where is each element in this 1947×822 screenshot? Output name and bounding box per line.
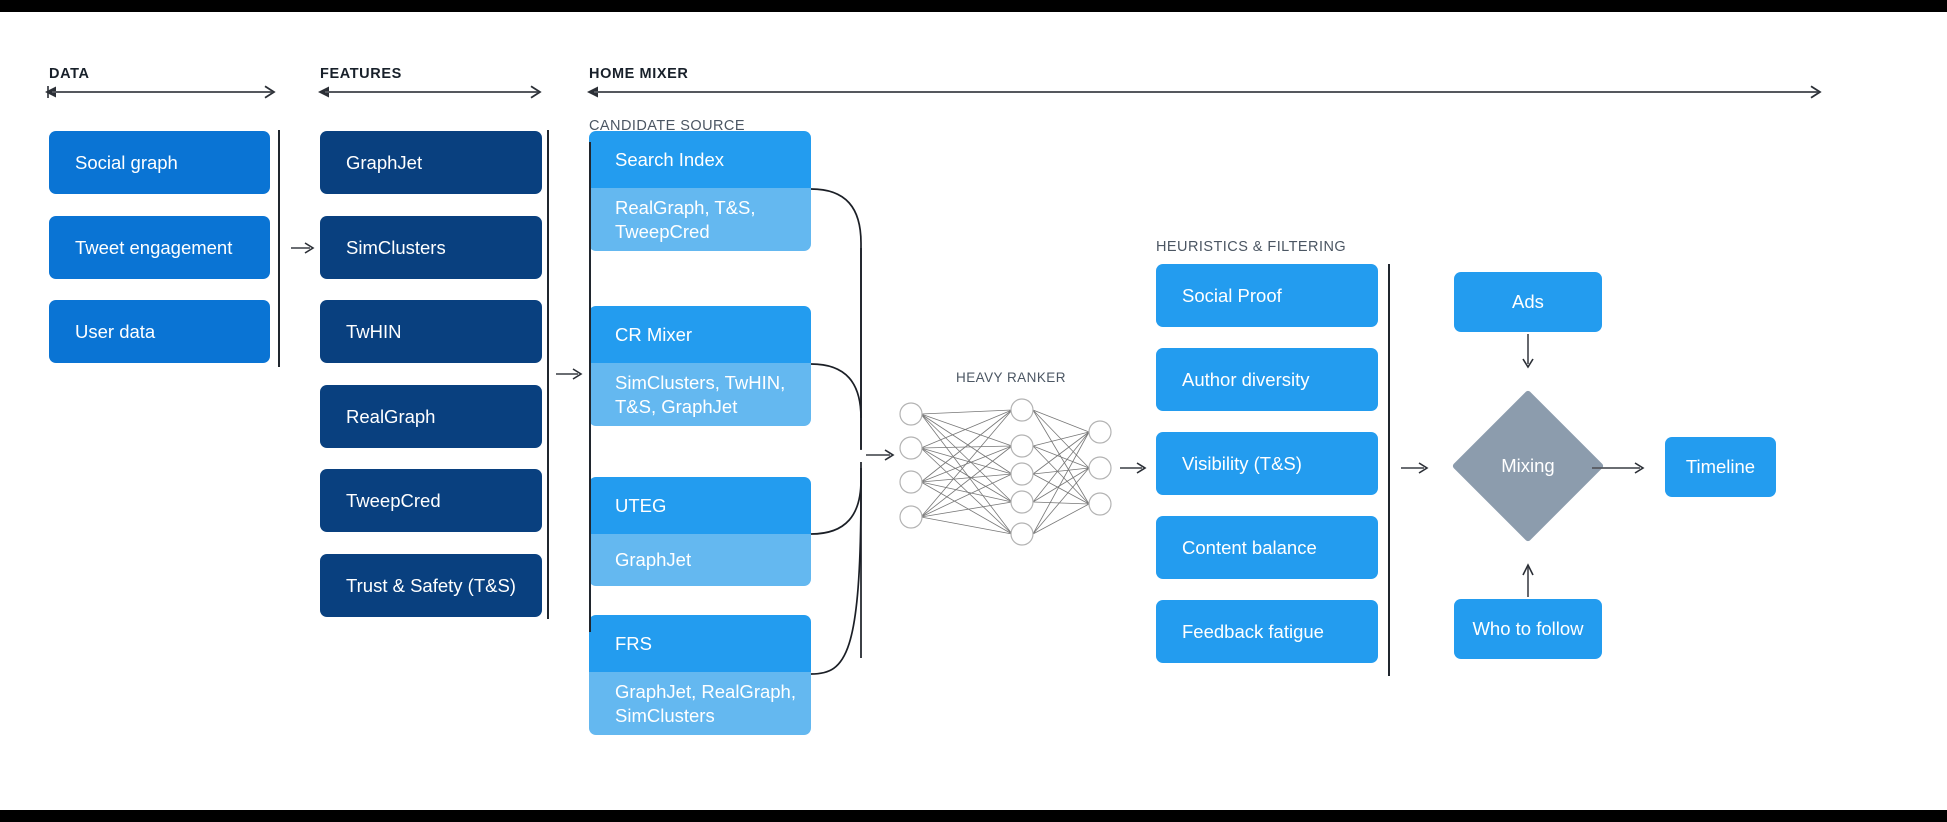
- feature-box-label: RealGraph: [346, 405, 436, 427]
- feature-box-trust-and-safety[interactable]: Trust & Safety (T&S): [320, 554, 542, 617]
- arrow-who-to-follow-to-mixing: [1522, 563, 1534, 597]
- section-rule-data: [45, 85, 276, 99]
- candidate-source-frs[interactable]: FRS GraphJet, RealGraph, SimClusters: [589, 615, 811, 735]
- section-rule-features: [318, 85, 542, 99]
- feature-box-label: SimClusters: [346, 236, 446, 258]
- data-box-label: User data: [75, 320, 156, 342]
- heuristic-box-content-balance[interactable]: Content balance: [1156, 516, 1378, 579]
- letterbox-bottom: [0, 810, 1947, 822]
- arrow-heavy-ranker-to-heuristics: [1120, 462, 1147, 474]
- feature-box-graphjet[interactable]: GraphJet: [320, 131, 542, 194]
- heuristic-box-label: Feedback fatigue: [1182, 620, 1324, 642]
- connector-overlay: [45, 85, 1822, 675]
- data-box-social-graph[interactable]: Social graph: [49, 131, 270, 194]
- heuristic-box-social-proof[interactable]: Social Proof: [1156, 264, 1378, 327]
- output-box-timeline[interactable]: Timeline: [1665, 437, 1776, 497]
- section-header-home-mixer: HOME MIXER: [589, 66, 689, 82]
- arrow-candidates-to-heavy-ranker: [866, 449, 895, 461]
- subsection-header-candidate-source: CANDIDATE SOURCE: [589, 118, 745, 134]
- subsection-header-heavy-ranker: HEAVY RANKER: [956, 370, 1066, 385]
- arrow-heuristics-to-mixing: [1401, 462, 1429, 474]
- data-box-tweet-engagement[interactable]: Tweet engagement: [49, 216, 270, 279]
- candidate-source-title: UTEG: [589, 477, 811, 534]
- arrow-ads-to-mixing: [1522, 334, 1534, 369]
- letterbox-top: [0, 0, 1947, 12]
- feature-box-label: Trust & Safety (T&S): [346, 574, 516, 596]
- output-box-who-to-follow[interactable]: Who to follow: [1454, 599, 1602, 659]
- candidate-source-features: GraphJet: [589, 534, 811, 586]
- section-header-data: DATA: [49, 66, 90, 82]
- divider-features-column: [547, 130, 549, 619]
- heuristic-box-label: Content balance: [1182, 536, 1317, 558]
- heuristic-box-feedback-fatigue[interactable]: Feedback fatigue: [1156, 600, 1378, 663]
- data-box-user-data[interactable]: User data: [49, 300, 270, 363]
- arrow-features-to-home-mixer: [556, 368, 583, 380]
- candidate-source-merge-bracket: [810, 188, 862, 675]
- section-rule-home-mixer: [587, 85, 1822, 99]
- arrow-data-to-features: [291, 242, 315, 254]
- output-box-label: Ads: [1512, 291, 1544, 313]
- divider-heuristics-column: [1388, 264, 1390, 676]
- feature-box-label: TwHIN: [346, 320, 402, 342]
- output-box-ads[interactable]: Ads: [1454, 272, 1602, 332]
- candidate-source-uteg[interactable]: UTEG GraphJet: [589, 477, 811, 586]
- candidate-source-features: SimClusters, TwHIN, T&S, GraphJet: [589, 363, 811, 426]
- feature-box-twhin[interactable]: TwHIN: [320, 300, 542, 363]
- candidate-source-features: RealGraph, T&S, TweepCred: [589, 188, 811, 251]
- data-box-label: Tweet engagement: [75, 236, 233, 258]
- heuristic-box-author-diversity[interactable]: Author diversity: [1156, 348, 1378, 411]
- divider-candidate-source-left: [589, 142, 591, 632]
- divider-data-column: [278, 130, 280, 367]
- output-box-label: Timeline: [1685, 456, 1756, 478]
- candidate-source-title: Search Index: [589, 131, 811, 188]
- feature-box-realgraph[interactable]: RealGraph: [320, 385, 542, 448]
- candidate-source-features: GraphJet, RealGraph, SimClusters: [589, 672, 811, 735]
- mixing-label: Mixing: [1501, 455, 1555, 476]
- data-box-label: Social graph: [75, 151, 178, 173]
- heavy-ranker-network: [899, 398, 1112, 546]
- feature-box-label: GraphJet: [346, 151, 423, 173]
- heuristic-box-label: Author diversity: [1182, 368, 1310, 390]
- feature-box-simclusters[interactable]: SimClusters: [320, 216, 542, 279]
- section-header-features: FEATURES: [320, 66, 402, 82]
- candidate-source-title: FRS: [589, 615, 811, 672]
- feature-box-label: TweepCred: [346, 489, 441, 511]
- heuristic-box-label: Social Proof: [1182, 284, 1282, 306]
- candidate-source-title: CR Mixer: [589, 306, 811, 363]
- heuristic-box-visibility[interactable]: Visibility (T&S): [1156, 432, 1378, 495]
- candidate-source-search-index[interactable]: Search Index RealGraph, T&S, TweepCred: [589, 131, 811, 251]
- candidate-source-cr-mixer[interactable]: CR Mixer SimClusters, TwHIN, T&S, GraphJ…: [589, 306, 811, 426]
- feature-box-tweepcred[interactable]: TweepCred: [320, 469, 542, 532]
- diagram-stage: DATA FEATURES HOME MIXER CANDIDATE SOURC…: [0, 12, 1947, 810]
- output-box-label: Who to follow: [1472, 618, 1584, 640]
- subsection-header-heuristics: HEURISTICS & FILTERING: [1156, 239, 1347, 255]
- heuristic-box-label: Visibility (T&S): [1182, 452, 1302, 474]
